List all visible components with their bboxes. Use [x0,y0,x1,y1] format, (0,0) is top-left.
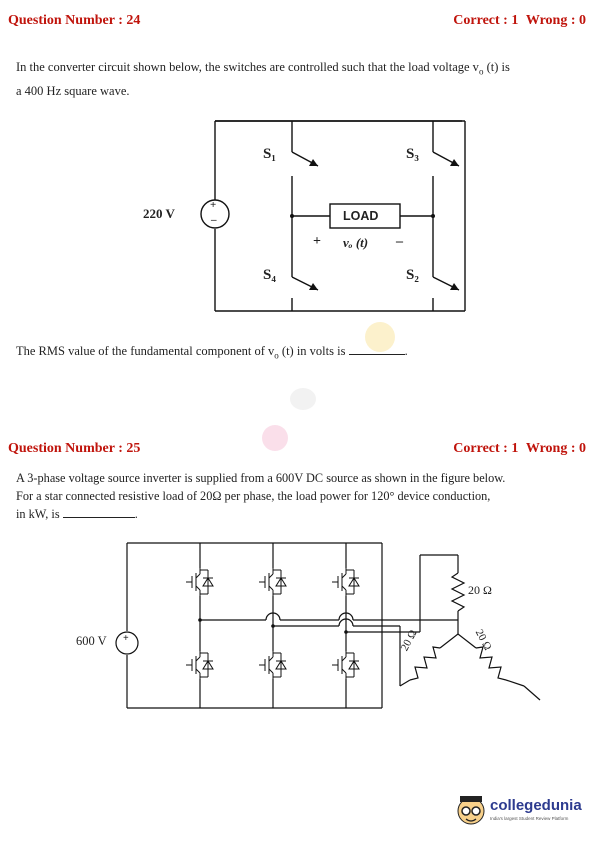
watermark-seal [262,425,288,451]
q24-wrong: Wrong : 0 [525,13,586,28]
q24-switch-s4: S₄ [263,267,276,283]
q24-stem: In the converter circuit shown below, th… [16,60,510,98]
q25-title: Question Number : 25 [8,441,141,456]
q24-load-minus: – [396,234,403,249]
q25-wrong: Wrong : 0 [525,441,586,456]
q24-correct: Correct : 1 [453,13,519,28]
q25-source-label: 600 V [76,634,107,648]
q24-source-minus: – [211,214,217,226]
q24-switch-s3: S₃ [406,146,419,162]
q24-header: Question Number : 24 Correct : 1 Wrong :… [8,13,586,29]
watermark-seal [290,388,316,410]
q25-source-plus: + [123,633,129,644]
collegedunia-logo: collegedunia India's largest Student Rev… [456,792,586,832]
q25-answer-blank [62,506,135,518]
q25-score: Correct : 1 Wrong : 0 [449,441,586,457]
q24-load-plus: + [313,234,321,249]
q25-stem: A 3-phase voltage source inverter is sup… [16,471,506,521]
q24-score: Correct : 1 Wrong : 0 [449,13,586,29]
q24-load-voltage: vₒ (t) [343,235,369,250]
q25-header: Question Number : 25 Correct : 1 Wrong :… [8,441,586,457]
q24-question: The RMS value of the fundamental compone… [16,343,408,361]
logo-tagline: India's largest Student Review Platform [490,816,569,821]
mascot-icon [457,796,485,825]
q25-correct: Correct : 1 [453,441,519,456]
q24-source-label: 220 V [143,206,175,221]
q24-answer-blank [348,343,405,355]
q24-load-label: LOAD [343,209,379,223]
q24-switch-s1: S₁ [263,146,276,162]
watermark-seal [365,322,395,352]
q24-title: Question Number : 24 [8,13,141,28]
q25-resistor-right-label: 20 Ω [472,627,494,653]
q24-switch-s2: S₂ [406,267,419,283]
q25-resistor-top-label: 20 Ω [468,583,492,597]
q25-resistor-left-label: 20 Ω [398,628,420,654]
q24-source-plus: + [210,199,217,211]
logo-wordmark: collegedunia [490,797,582,814]
